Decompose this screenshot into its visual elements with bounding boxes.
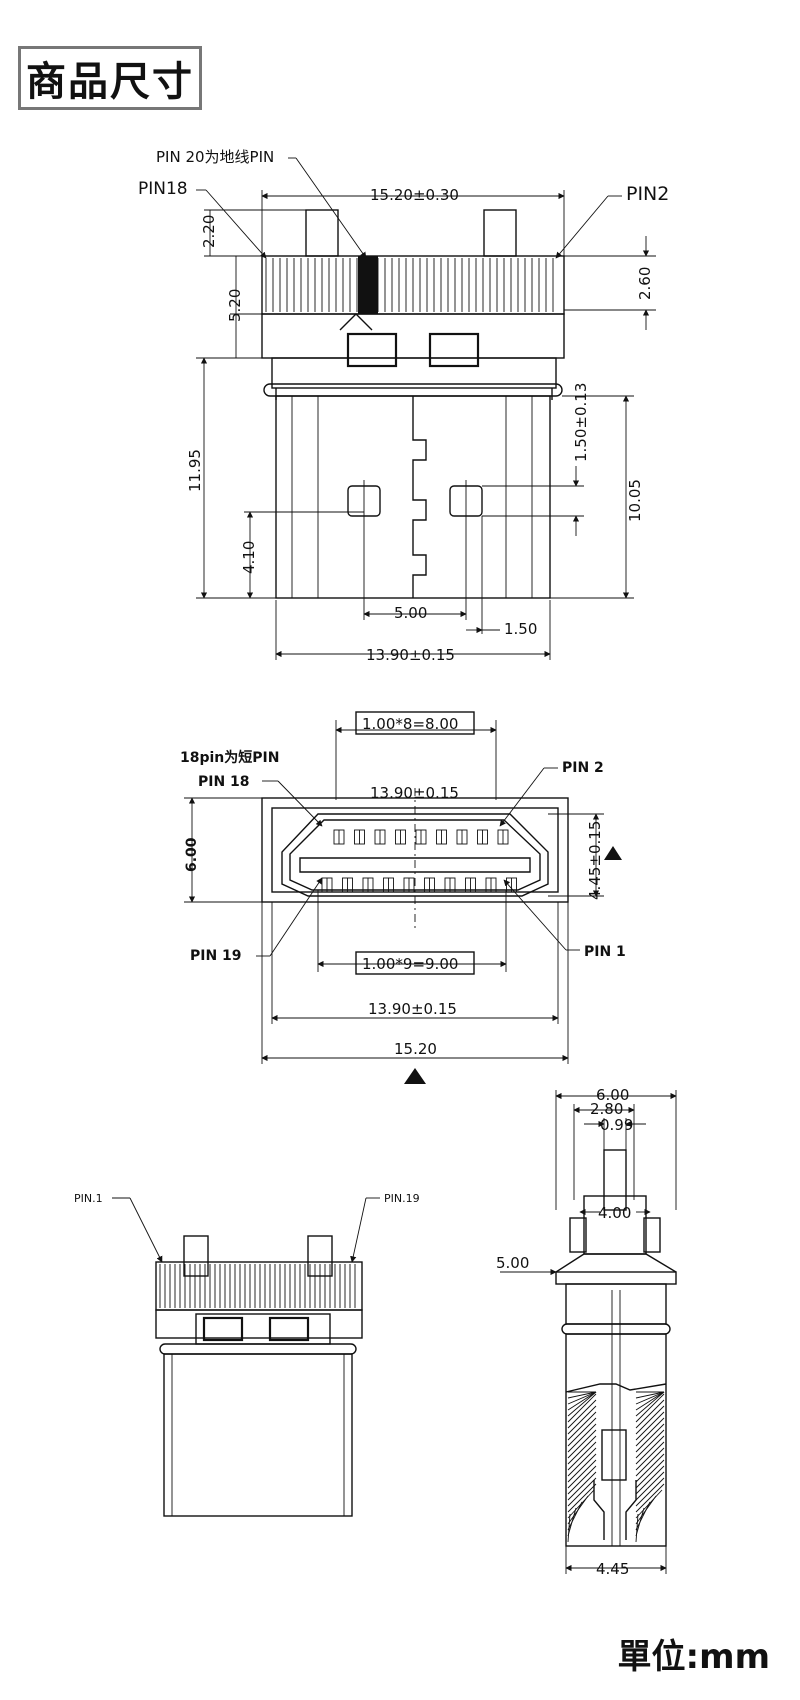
section-hatch [567,1391,597,1405]
section-hatch [567,1423,597,1453]
section-hatch [635,1391,665,1417]
face-width-1390: 13.90±0.15 [368,1000,457,1018]
rear-pin1-label: PIN.1 [74,1192,103,1205]
dim-width-1520: 15.20±0.30 [370,186,459,204]
side-dim-600: 6.00 [596,1086,629,1104]
face-view: 1.00*8=8.00 18pin为短PIN PIN 18 13.90±0.15… [180,711,626,1084]
front-view: 15.20±0.30 PIN 20为地线PIN PIN18 PIN2 2.20 … [138,148,669,664]
dim-1390-view1: 13.90±0.15 [366,646,455,664]
rear-view: PIN.1 PIN.19 [74,1192,420,1517]
face-pin1-label: PIN 1 [584,944,626,960]
section-hatch [567,1471,597,1501]
section-hatch [635,1459,665,1489]
section-hatch [635,1393,665,1423]
section-hatch [635,1411,665,1441]
bottom-formula: 1.00*9=9.00 [362,955,458,973]
side-dim-400: 4.00 [598,1204,631,1222]
dim-1005: 10.05 [626,479,644,522]
pin18-label: PIN18 [138,179,188,199]
dim-150-013: 1.50±0.13 [572,383,590,462]
section-hatch [635,1477,665,1507]
side-dim-445: 4.45 [596,1560,629,1578]
top-formula: 1.00*8=8.00 [362,715,458,733]
section-hatch [567,1435,597,1465]
section-hatch [567,1447,597,1477]
section-hatch [567,1399,597,1429]
section-hatch [567,1453,597,1483]
section-hatch [635,1391,665,1411]
dim-1195: 11.95 [186,449,204,492]
unit-label: 單位:mm [617,1637,770,1677]
section-hatch [635,1441,665,1471]
dim-520: 5.20 [226,289,244,322]
pin2-label: PIN2 [626,183,669,205]
rear-pin19-label: PIN.19 [384,1192,420,1205]
side-dim-500: 5.00 [496,1254,529,1272]
section-hatch [567,1391,597,1411]
section-hatch [567,1441,597,1471]
section-hatch [567,1405,597,1435]
face-width-1520: 15.20 [394,1040,437,1058]
section-hatch [635,1513,639,1543]
face-side-dim: 4.45±0.15 [586,821,604,900]
face-pin2-label: PIN 2 [562,760,604,776]
dim-410: 4.10 [240,541,258,574]
section-hatch [567,1513,571,1543]
section-hatch [635,1391,665,1399]
section-hatch [635,1483,665,1513]
section-title-text: 商品尺寸 [26,59,194,105]
dim-220: 2.20 [200,215,218,248]
section-hatch [567,1501,583,1531]
section-hatch [567,1391,597,1417]
face-inner-width: 13.90±0.15 [370,784,459,802]
section-hatch [567,1477,597,1507]
pin20-note: PIN 20为地线PIN [156,148,274,166]
section-hatch [635,1399,665,1429]
section-hatch [567,1483,597,1513]
section-hatch [635,1453,665,1483]
dim-500: 5.00 [394,604,427,622]
section-hatch [635,1429,665,1459]
section-hatch [567,1411,597,1441]
dim-150: 1.50 [504,620,537,638]
section-title: 商品尺寸 [18,46,202,110]
section-hatch [567,1417,597,1447]
face-height: 6.00 [184,837,200,872]
section-hatch [567,1429,597,1459]
face-pin19-label: PIN 19 [190,948,242,964]
section-hatch [567,1391,597,1399]
short-pin-note: 18pin为短PIN [180,749,279,766]
section-hatch [635,1405,665,1435]
side-dim-280: 2.80 [590,1100,623,1118]
section-hatch [635,1423,665,1453]
dim-260: 2.60 [636,267,654,300]
section-hatch [567,1507,577,1537]
face-pin18-label: PIN 18 [198,774,250,790]
section-hatch [635,1465,665,1495]
section-hatch [635,1391,665,1405]
section-hatch [567,1465,597,1495]
section-hatch [635,1471,665,1501]
section-hatch [567,1459,597,1489]
section-hatch [635,1501,651,1531]
section-hatch [635,1507,645,1537]
section-hatch [635,1435,665,1465]
side-dim-099: 0.99 [600,1116,633,1134]
section-hatch [567,1393,597,1423]
section-hatch [635,1447,665,1477]
section-hatch [635,1417,665,1447]
side-view: 6.00 2.80 0.99 4.00 5.00 [496,1086,677,1578]
